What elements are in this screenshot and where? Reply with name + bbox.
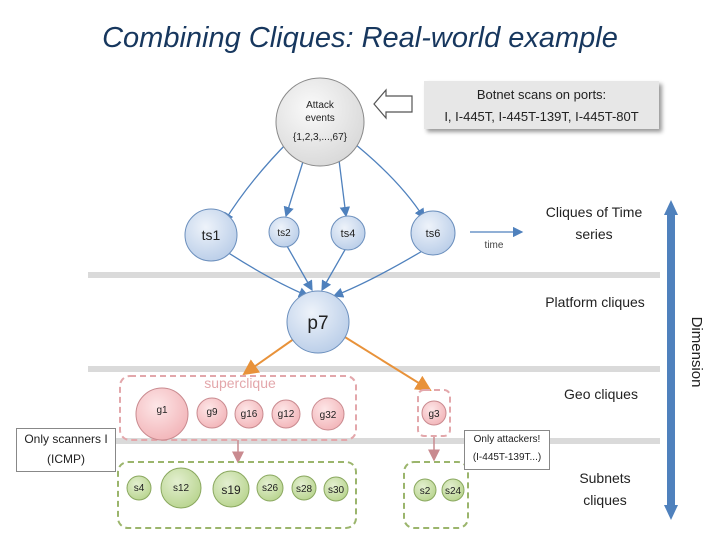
geo-label: g3 (428, 409, 440, 420)
subnet-label: s12 (173, 483, 190, 494)
geo-node: g9 (196, 397, 228, 429)
subnet-label: s4 (134, 483, 145, 494)
geo-node: g3 (421, 400, 447, 426)
only-attackers-line2: (I-445T-139T...) (472, 452, 542, 463)
geo-label: g16 (241, 409, 258, 420)
callout-arrow (373, 88, 413, 120)
edge-attack-ts1 (223, 139, 291, 224)
ts-label: ts6 (426, 228, 441, 240)
geo-label: g9 (206, 407, 218, 418)
separator-line (88, 438, 660, 444)
separator-line (88, 272, 660, 278)
subnet-node: s30 (323, 476, 349, 502)
subnet-node: s2 (413, 478, 437, 502)
only-attackers-line1: Only attackers! (473, 434, 541, 445)
g3-box (417, 389, 451, 437)
subnet-label: s24 (445, 486, 462, 497)
attack-node-line1: Attack (306, 100, 335, 111)
edge-ts6-p7 (332, 249, 425, 298)
only-scanners-box: Only scanners I (ICMP) (16, 428, 116, 472)
botnet-callout: Botnet scans on ports: I, I-445T, I-445T… (424, 81, 659, 129)
geo-label: g32 (320, 410, 337, 421)
dimension-arrow (664, 200, 678, 520)
layer-label-platform: Platform cliques (545, 294, 645, 310)
subnet-node: s19 (212, 470, 250, 508)
callout-line2: I, I-445T, I-445T-139T, I-445T-80T (444, 109, 639, 124)
subnet-label: s30 (328, 485, 345, 496)
attack-node-line3: {1,2,3,...,67} (293, 132, 348, 143)
platform-node (286, 290, 350, 354)
edge-ts2-p7 (286, 245, 313, 292)
ts-label: ts1 (202, 227, 221, 243)
subnet-node: s12 (160, 467, 202, 509)
edge-ts1-p7 (223, 249, 310, 298)
ts-label: ts4 (341, 228, 356, 240)
subnet-label: s26 (262, 483, 279, 494)
layer-label-subnets: Subnets cliques (579, 470, 631, 508)
slide-title: Combining Cliques: Real-world example (102, 22, 618, 54)
attack-events-node (275, 77, 365, 167)
attack-node-line2: events (305, 113, 334, 124)
ts-node: ts1 (184, 208, 238, 262)
edge-attack-ts6 (349, 139, 425, 220)
only-scanners-line2: (ICMP) (47, 452, 85, 466)
subnet-group-left (117, 461, 357, 529)
layer-label-time-series: Cliques of Time series (545, 204, 643, 242)
subnet-node: s26 (256, 474, 284, 502)
layer-label-geo: Geo cliques (564, 386, 638, 402)
subnet-node: s24 (441, 478, 465, 502)
subnet-label: s2 (420, 486, 431, 497)
time-label: time (485, 240, 504, 251)
subnet-node: s28 (291, 475, 317, 501)
edge-ts4-p7 (321, 247, 347, 292)
geo-label: g1 (156, 405, 168, 416)
ts-node: ts6 (410, 210, 456, 256)
geo-node: g12 (271, 399, 301, 429)
edge-p7-superclique (242, 335, 299, 376)
subnet-label: s19 (221, 483, 241, 497)
geo-label: g12 (278, 409, 295, 420)
subnet-label: s28 (296, 484, 313, 495)
callout-line1: Botnet scans on ports: (476, 87, 607, 102)
dimension-label: Dimension (688, 317, 705, 388)
geo-node: g16 (234, 399, 264, 429)
geo-node: g32 (311, 397, 345, 431)
edge-attack-ts4 (337, 151, 351, 218)
ts-node: ts4 (330, 215, 366, 251)
only-scanners-line1: Only scanners I (24, 432, 108, 446)
superclique-label: superclique (204, 375, 276, 391)
superclique-box (119, 375, 357, 441)
geo-node: g1 (135, 387, 189, 441)
only-attackers-box: Only attackers! (I-445T-139T...) (464, 430, 550, 470)
subnet-node: s4 (126, 475, 152, 501)
ts-node: ts2 (268, 216, 300, 248)
subnet-group-right (403, 461, 469, 529)
platform-label: p7 (307, 313, 328, 334)
edge-p7-g3 (339, 333, 432, 392)
separator-line (88, 366, 660, 372)
ts-label: ts2 (277, 228, 291, 239)
